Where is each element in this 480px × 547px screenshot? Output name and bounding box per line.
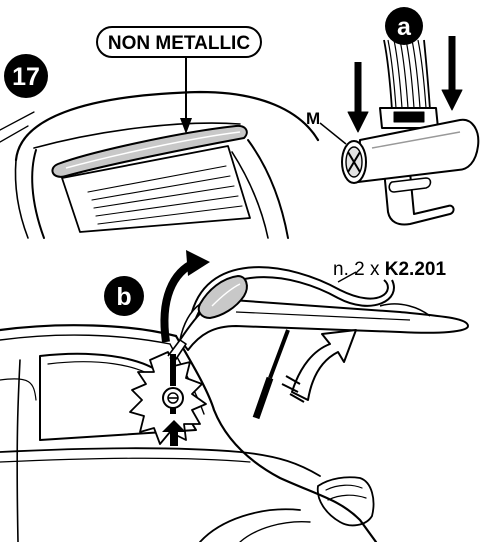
rotation-arrow — [160, 250, 210, 343]
step-badge: 17 — [4, 54, 48, 98]
gas-strut — [252, 329, 290, 420]
m-label: M — [306, 109, 347, 145]
up-arrow — [162, 420, 186, 446]
detail-a-badge: a — [385, 7, 423, 45]
open-tailgate — [179, 275, 469, 351]
non-metallic-label: NON METALLIC — [108, 33, 250, 54]
quantity-prefix: n. 2 x — [333, 259, 385, 280]
svg-text:n. 2 x K2.201: n. 2 x K2.201 — [333, 259, 446, 280]
step-number: 17 — [12, 63, 40, 91]
detail-b-badge: b — [104, 276, 144, 316]
m-letter: M — [306, 109, 320, 128]
quantity-label: n. 2 x K2.201 — [333, 259, 446, 280]
non-metallic-callout: NON METALLIC — [96, 26, 262, 134]
hinge-detail — [129, 339, 207, 445]
part-code: K2.201 — [385, 259, 447, 280]
push-arrow — [281, 329, 357, 403]
spoiler-panel — [51, 124, 248, 178]
detail-b-letter: b — [116, 283, 131, 311]
car-body — [0, 324, 378, 544]
rear-window-illustration — [0, 90, 320, 239]
detail-a-letter: a — [397, 13, 412, 41]
clamp-detail — [341, 36, 480, 226]
